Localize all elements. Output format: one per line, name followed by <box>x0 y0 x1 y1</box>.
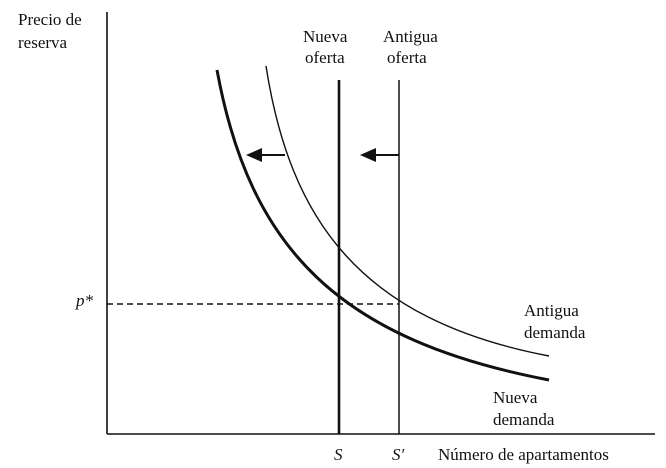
new-supply-label-line2: oferta <box>305 48 345 67</box>
x-tick-s-prime: S′ <box>392 445 405 464</box>
new-demand-label-line2: demanda <box>493 410 555 429</box>
old-supply-label-line2: oferta <box>387 48 427 67</box>
x-axis-label: Número de apartamentos <box>438 445 609 464</box>
old-demand-label-line1: Antigua <box>524 301 579 320</box>
supply-shift-arrow-head <box>360 148 376 162</box>
y-axis-label-line1: Precio de <box>18 10 82 29</box>
new-demand-label-line1: Nueva <box>493 388 538 407</box>
demand-shift-arrow-head <box>246 148 262 162</box>
old-supply-label-line1: Antigua <box>383 27 438 46</box>
old-demand-curve <box>265 65 550 357</box>
price-label: p* <box>75 291 94 310</box>
x-tick-s: S <box>334 445 343 464</box>
new-supply-label-line1: Nueva <box>303 27 348 46</box>
old-demand-label-line2: demanda <box>524 323 586 342</box>
y-axis-label-line2: reserva <box>18 33 68 52</box>
new-demand-curve <box>215 69 550 382</box>
